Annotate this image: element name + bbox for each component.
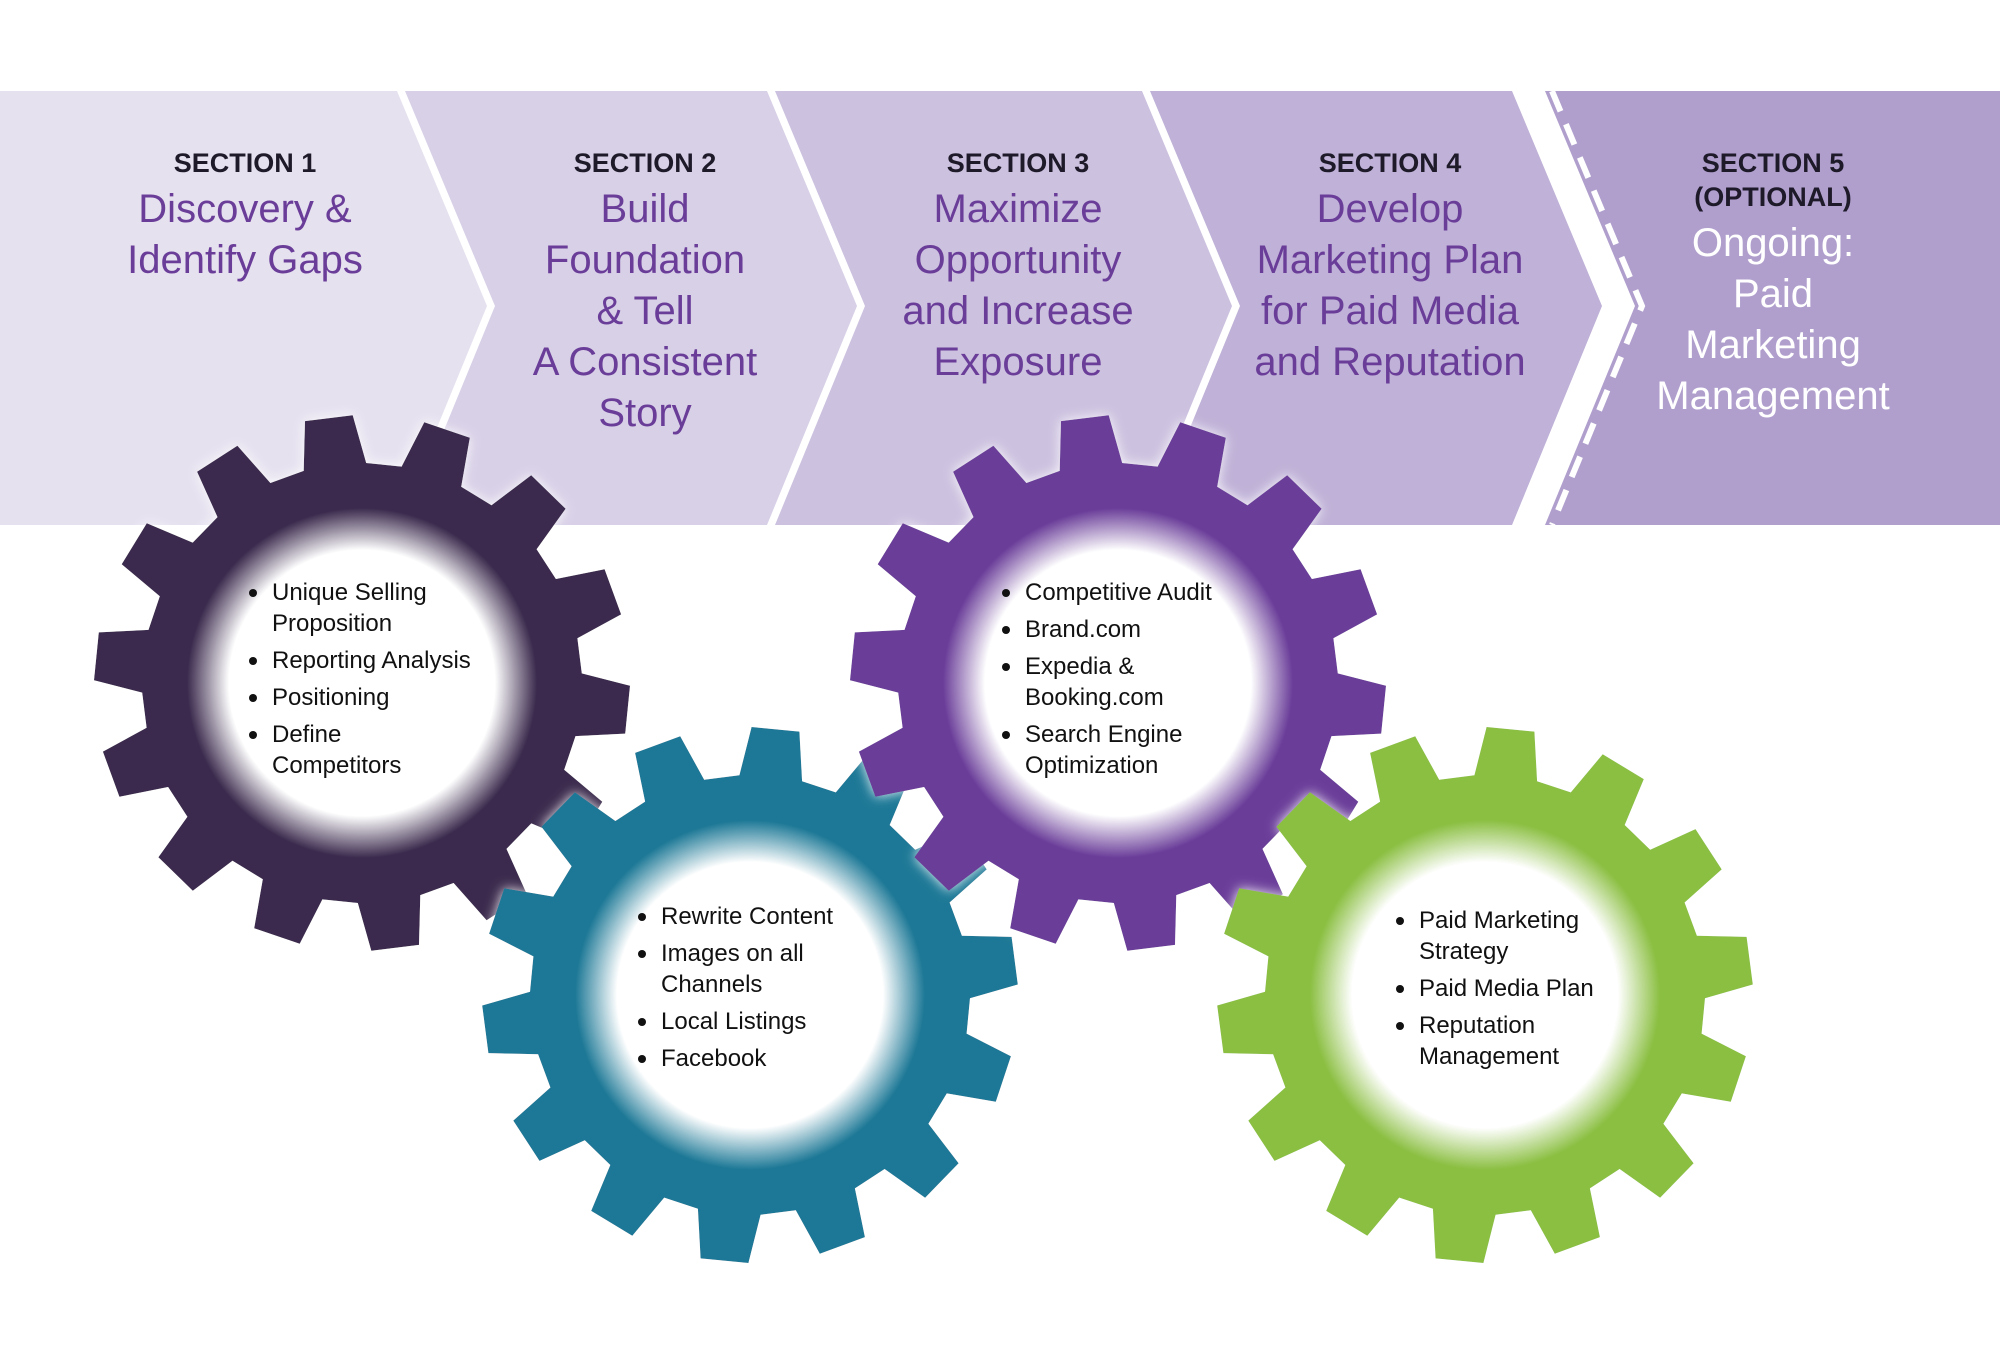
gear-section-2 [482, 727, 1018, 1263]
list-item: Reporting Analysis [247, 645, 487, 676]
section-3: SECTION 3 Maximize Opportunity and Incre… [868, 146, 1168, 388]
list-item: Facebook [636, 1043, 876, 1074]
section-3-title: Maximize Opportunity and Increase Exposu… [902, 187, 1134, 384]
section-2-title: Build Foundation & Tell A Consistent Sto… [532, 187, 758, 435]
list-item: Positioning [247, 682, 487, 713]
gear-1-items: Unique Selling Proposition Reporting Ana… [247, 577, 487, 787]
list-item: Rewrite Content [636, 901, 876, 932]
gear-section-1 [94, 415, 630, 951]
gear-0-hub [187, 508, 537, 858]
section-4-title: Develop Marketing Plan for Paid Media an… [1254, 187, 1526, 384]
optional-dashed-divider [1549, 89, 1646, 527]
list-item: Expedia & Booking.com [1000, 651, 1240, 713]
chevron-section-4 [1150, 91, 1602, 525]
section-1-number: SECTION 1 [173, 148, 317, 178]
list-item: Unique Selling Proposition [247, 577, 487, 639]
list-item: Reputation Management [1394, 1010, 1634, 1072]
list-item: Paid Media Plan [1394, 973, 1634, 1004]
gear-2-items: Rewrite Content Images on all Channels L… [636, 901, 876, 1080]
section-1: SECTION 1 Discovery & Identify Gaps [95, 146, 395, 286]
chevron-section-2 [405, 91, 857, 525]
list-item: Local Listings [636, 1006, 876, 1037]
gear-1-hub [575, 820, 925, 1170]
section-4-number: SECTION 4 [1318, 148, 1462, 178]
chevron-section-1 [0, 91, 487, 525]
gear-section-3 [850, 415, 1386, 951]
gear-2-hub [943, 508, 1293, 858]
gear-4-items: Paid Marketing Strategy Paid Media Plan … [1394, 905, 1634, 1078]
list-item: Search Engine Optimization [1000, 719, 1240, 781]
section-1-title: Discovery & Identify Gaps [127, 187, 363, 282]
gear-3-hub [1310, 820, 1660, 1170]
list-item: Images on all Channels [636, 938, 876, 1000]
gear-section-4 [1217, 727, 1753, 1263]
section-3-number: SECTION 3 [946, 148, 1090, 178]
chevron-section-3 [775, 91, 1232, 525]
section-2-number: SECTION 2 [573, 148, 717, 178]
section-2: SECTION 2 Build Foundation & Tell A Cons… [495, 146, 795, 439]
section-5: SECTION 5 (OPTIONAL) Ongoing: Paid Marke… [1623, 146, 1923, 422]
list-item: Paid Marketing Strategy [1394, 905, 1634, 967]
chevron-section-5 [1545, 91, 2000, 525]
section-4: SECTION 4 Develop Marketing Plan for Pai… [1240, 146, 1540, 388]
gear-3-items: Competitive Audit Brand.com Expedia & Bo… [1000, 577, 1240, 787]
section-5-title: Ongoing: Paid Marketing Management [1656, 221, 1890, 418]
list-item: Competitive Audit [1000, 577, 1240, 608]
list-item: Define Competitors [247, 719, 487, 781]
list-item: Brand.com [1000, 614, 1240, 645]
section-5-number: SECTION 5 (OPTIONAL) [1694, 148, 1852, 212]
